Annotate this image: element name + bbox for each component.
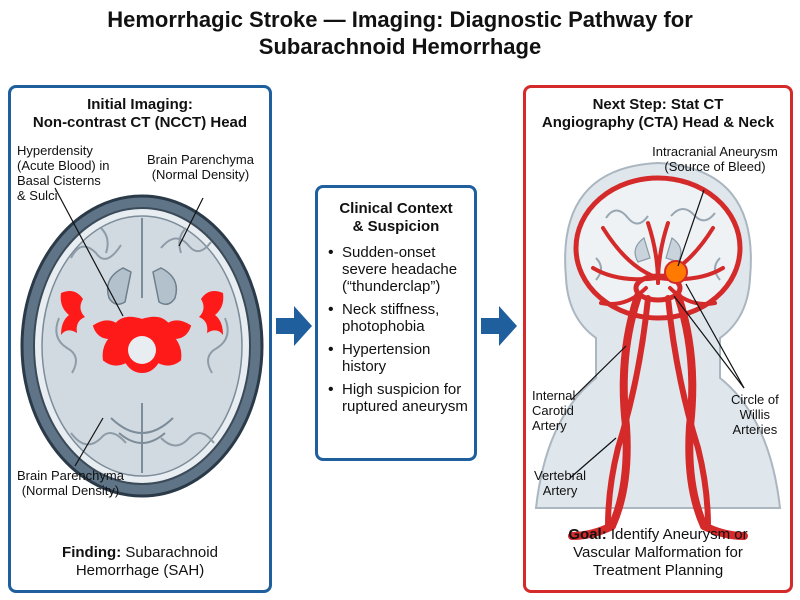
- finding-label: Finding:: [62, 544, 122, 561]
- lateral-ventricles: [106, 267, 178, 305]
- hyperdensity-label: Hyperdensity (Acute Blood) in Basal Cist…: [17, 143, 110, 203]
- willis-label-line: Circle of: [731, 392, 779, 407]
- goal-line-2: Vascular Malformation for: [573, 544, 743, 561]
- vertebral-artery-label: Vertebral Artery: [534, 468, 586, 498]
- clinical-title-line-2: & Suspicion: [352, 218, 440, 235]
- hyperdensity-label-line: Basal Cisterns: [17, 173, 101, 188]
- goal-line-3: Treatment Planning: [592, 562, 724, 579]
- list-item: Sudden-onset severe headache (“thundercl…: [326, 244, 474, 295]
- ncct-panel-title: Initial Imaging: Non-contrast CT (NCCT) …: [11, 96, 269, 132]
- parenchyma-bottom-line: Brain Parenchyma: [17, 468, 124, 483]
- vertebral-label-line: Artery: [542, 483, 578, 498]
- arrow-right-icon: [276, 306, 312, 346]
- aneurysm-icon: [664, 260, 688, 284]
- brain-coronal: [573, 175, 743, 321]
- finding-text-line-2: Hemorrhage (SAH): [75, 562, 205, 579]
- page-title: Hemorrhagic Stroke — Imaging: Diagnostic…: [0, 6, 800, 60]
- hyperdensity-label-line: Hyperdensity: [17, 143, 93, 158]
- ncct-title-line-1: Initial Imaging:: [87, 96, 193, 113]
- cta-title-line-1: Next Step: Stat CT: [592, 96, 724, 113]
- parenchyma-bottom-line: (Normal Density): [21, 483, 120, 498]
- aneurysm-label: Intracranial Aneurysm (Source of Bleed): [641, 144, 789, 174]
- ncct-finding: Finding: Subarachnoid Hemorrhage (SAH): [11, 544, 269, 580]
- ncct-panel: Initial Imaging: Non-contrast CT (NCCT) …: [8, 85, 272, 593]
- willis-label-line: Arteries: [732, 422, 778, 437]
- cta-title-line-2: Angiography (CTA) Head & Neck: [541, 114, 775, 131]
- ica-label-line: Internal: [532, 388, 576, 403]
- cta-panel-title: Next Step: Stat CT Angiography (CTA) Hea…: [526, 96, 790, 132]
- ncct-title-line-2: Non-contrast CT (NCCT) Head: [32, 114, 248, 131]
- sah-blood-sylvian-left: [60, 291, 85, 335]
- title-line-1: Hemorrhagic Stroke — Imaging: Diagnostic…: [107, 7, 693, 32]
- aneurysm-label-line: (Source of Bleed): [664, 159, 766, 174]
- arrow-right-icon: [481, 306, 517, 346]
- hyperdensity-label-line: & Sulci: [17, 188, 58, 203]
- title-line-2: Subarachnoid Hemorrhage: [258, 34, 542, 59]
- clinical-context-list: Sudden-onset severe headache (“thundercl…: [326, 244, 474, 421]
- sah-blood-sylvian-right: [199, 291, 224, 335]
- cta-panel: Next Step: Stat CT Angiography (CTA) Hea…: [523, 85, 793, 593]
- goal-line-1: Identify Aneurysm or: [610, 526, 748, 543]
- parenchyma-top-line: Brain Parenchyma: [147, 152, 254, 167]
- left-vertebral: [605, 295, 651, 529]
- circle-of-willis-label: Circle of Willis Arteries: [731, 392, 779, 437]
- parenchyma-top-line: (Normal Density): [151, 167, 250, 182]
- hyperdensity-label-line: (Acute Blood) in: [17, 158, 110, 173]
- list-item: High suspicion for ruptured aneurysm: [326, 381, 474, 415]
- parenchyma-label-bottom: Brain Parenchyma (Normal Density): [17, 468, 124, 498]
- cta-goal: Goal: Identify Aneurysm or Vascular Malf…: [526, 526, 790, 580]
- clinical-context-title: Clinical Context & Suspicion: [318, 200, 474, 236]
- ica-label-line: Artery: [532, 418, 567, 433]
- list-item: Hypertension history: [326, 341, 474, 375]
- right-vertebral: [665, 295, 711, 529]
- clinical-title-line-1: Clinical Context: [339, 200, 453, 217]
- ica-label-line: Carotid: [532, 403, 574, 418]
- ct-axial-illustration: [20, 187, 264, 498]
- goal-label: Goal:: [568, 526, 607, 543]
- willis-label-line: Willis: [739, 407, 770, 422]
- list-item: Neck stiffness, photophobia: [326, 301, 474, 335]
- parenchyma-label-top: Brain Parenchyma (Normal Density): [147, 152, 254, 182]
- finding-text-line-1: Subarachnoid: [125, 544, 218, 561]
- aneurysm-label-line: Intracranial Aneurysm: [652, 144, 778, 159]
- circle-of-willis: [633, 273, 683, 303]
- cta-head-neck-illustration: [534, 161, 782, 540]
- vertebral-label-line: Vertebral: [534, 468, 587, 483]
- clinical-context-panel: Clinical Context & Suspicion Sudden-onse…: [315, 185, 477, 461]
- internal-carotid-label: Internal Carotid Artery: [532, 388, 575, 433]
